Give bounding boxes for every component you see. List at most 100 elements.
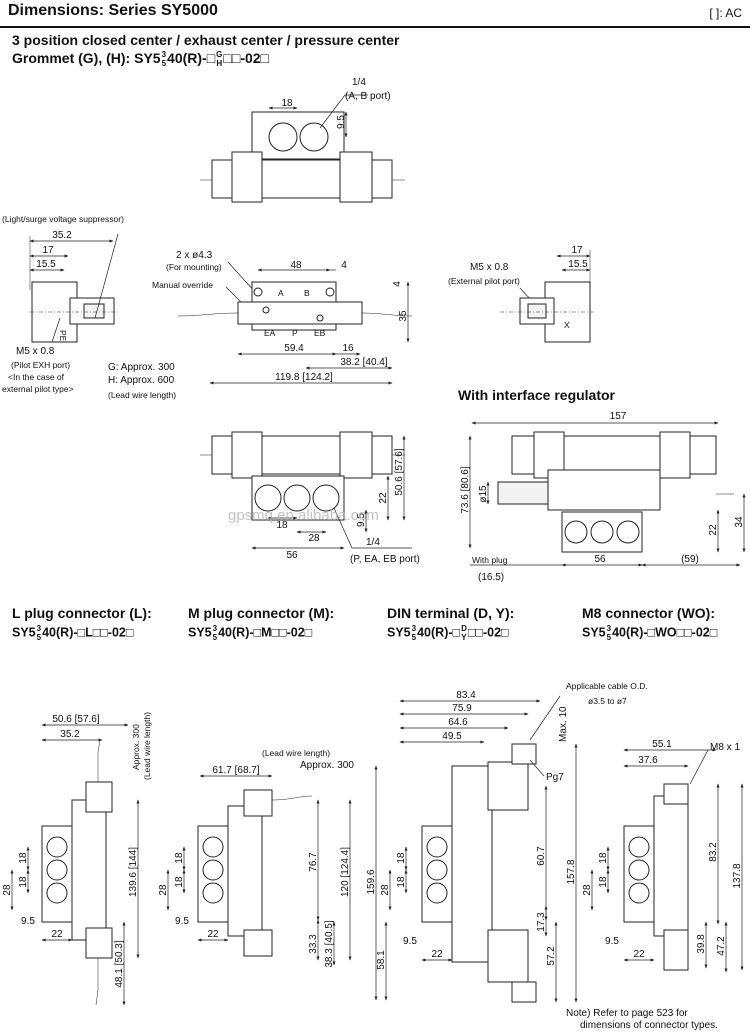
din-dim-83-4-label: 83.4	[456, 690, 476, 701]
m-frac-top: 3	[212, 624, 218, 633]
solenoid-left-bottom	[231, 431, 263, 479]
dim-16-5-label: (16.5)	[478, 572, 504, 583]
grommet-model-prefix: Grommet (G), (H): SY5	[12, 50, 161, 66]
l-bottom-connector	[85, 927, 113, 959]
leader-port-bottom	[333, 507, 412, 549]
grommet-right-side-view: M5 x 0.8 (External pilot port) 17 15.5 X	[448, 245, 596, 343]
dim-15-5r-label: 15.5	[568, 259, 588, 270]
din-dim-157-8-label: 157.8	[566, 859, 577, 884]
din-frac2-top: D	[461, 624, 467, 633]
note-line-2: dimensions of connector types.	[580, 1020, 718, 1031]
leader-mount	[227, 261, 256, 293]
din-top-gland	[511, 743, 537, 765]
m8-dim-22-label: 22	[633, 949, 645, 960]
m-dim-38-3-label: 38.3 [40.5]	[324, 920, 335, 967]
page-header: Dimensions: Series SY5000 [ ]: AC	[0, 0, 750, 28]
m-port-1	[202, 836, 224, 858]
top-port-block	[251, 111, 345, 160]
case-note-2: external pilot type>	[2, 384, 74, 394]
dim-56-ir-label: 56	[594, 554, 606, 565]
m-dim-61-7-label: 61.7 [68.7]	[212, 765, 259, 776]
dim-34-label: 34	[734, 516, 745, 528]
watermark: gpsmq.en.alibaba.com	[228, 507, 379, 524]
frac-bot: 5	[161, 59, 167, 69]
label-b: B	[304, 288, 310, 298]
din-model-prefix: SY5	[387, 625, 411, 640]
m-model-digit: 4	[218, 625, 226, 640]
dim-56-label: 56	[286, 550, 298, 561]
dim-9-5-label: 9.5	[336, 115, 347, 129]
m8-dim-9-5-label: 9.5	[605, 936, 619, 947]
din-cable-range: ø3.5 to ø7	[588, 696, 627, 706]
din-cable-od: Applicable cable O.D.	[566, 681, 648, 691]
m-model-suffix: 0(R)-□M□□-02□	[225, 625, 313, 640]
m-dim-18b-label: 18	[174, 876, 185, 888]
l-dim-28-label: 28	[2, 884, 13, 896]
label-a: A	[278, 288, 284, 298]
m8-model-suffix: 0(R)-□WO□□-02□	[619, 625, 718, 640]
dim-48-label: 48	[290, 260, 302, 271]
m-valve-body	[227, 805, 263, 937]
l-port-1	[46, 836, 68, 858]
l-dim-18b-label: 18	[18, 876, 29, 888]
frac2-bot: H	[216, 59, 223, 69]
l-plug-title: L plug connector (L):	[12, 605, 152, 621]
for-mounting-label: (For mounting)	[166, 262, 222, 272]
dim-22-label: 22	[378, 492, 389, 504]
port-eb-hole	[312, 484, 340, 512]
m8-connector-view: 55.1 37.6 M8 x 1 18 18 28 9.5 22 83.2 13…	[582, 739, 744, 973]
front-body	[237, 301, 363, 325]
din-dim-64-6-label: 64.6	[448, 717, 468, 728]
dim-4-label: 4	[341, 260, 347, 271]
grommet-model-digit: 4	[167, 50, 175, 66]
leader-port-top	[319, 94, 368, 129]
solenoid-right-top	[339, 151, 373, 203]
din-port-2	[426, 859, 448, 881]
solenoid-left-top	[231, 151, 263, 203]
din-dim-49-5-label: 49.5	[442, 731, 462, 742]
l-dim-9-5-label: 9.5	[21, 916, 35, 927]
ir-port-2	[590, 520, 614, 544]
ir-solenoid-right	[659, 431, 691, 479]
mount-hole-2	[325, 287, 335, 297]
m8-dim-47-2-label: 47.2	[716, 936, 727, 956]
dim-18-label: 18	[281, 98, 293, 109]
grommet-bottom-view: 50.6 [57.6] 22 9.5 18 28 56 1/4 (P, EA, …	[200, 431, 420, 565]
l-model-suffix: 0(R)-□L□□-02□	[49, 625, 134, 640]
l-lead-len-label: (Lead wire length)	[142, 712, 152, 780]
surge-note: (Light/surge voltage suppressor)	[2, 214, 124, 224]
m8-valve-body	[653, 795, 689, 937]
l-model-prefix: SY5	[12, 625, 36, 640]
manual-override-label: Manual override	[152, 280, 213, 290]
din-dim-58-1-label: 58.1	[376, 950, 387, 970]
dim-38-2-label: 38.2 [40.4]	[340, 357, 387, 368]
dim-17-label: 17	[42, 245, 54, 256]
dim-4b-label: 4	[392, 281, 403, 287]
ac-tag: [ ]: AC	[709, 6, 742, 20]
dim-9-5b-label: 9.5	[356, 513, 367, 527]
dim-16-label: 16	[342, 343, 354, 354]
pe-label: PE	[58, 330, 68, 342]
m8-port-3	[628, 882, 650, 904]
l-frac-top: 3	[36, 624, 42, 633]
dim-18b-label: 18	[276, 520, 288, 531]
m8-thread-label: M8 x 1	[710, 742, 740, 753]
din-bottom-gland	[511, 981, 537, 1003]
port-ea-hole	[254, 484, 282, 512]
din-top-terminal	[487, 761, 529, 811]
label-eb: EB	[314, 328, 326, 338]
dim-35-2-label: 35.2	[52, 230, 72, 241]
din-model-digit: 4	[417, 625, 425, 640]
dim-28-label: 28	[308, 533, 320, 544]
series-subtitle: 3 position closed center / exhaust cente…	[12, 32, 400, 48]
dim-59-label: (59)	[681, 554, 699, 565]
m-port-2	[202, 859, 224, 881]
